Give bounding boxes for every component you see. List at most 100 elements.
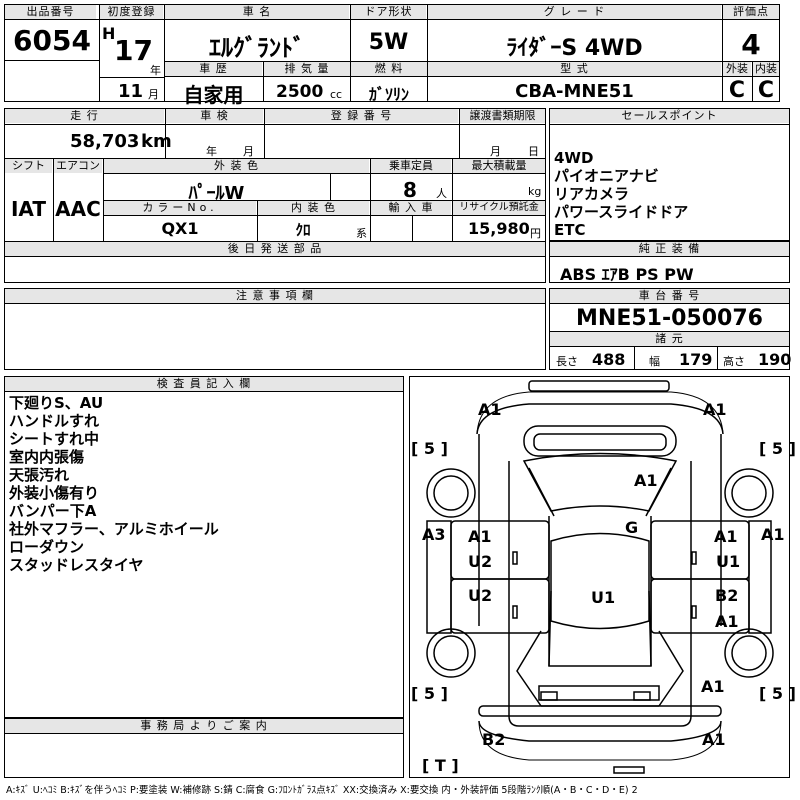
lot-label: 出品番号: [5, 5, 96, 19]
height: 190: [758, 350, 792, 369]
reg-month: 11: [118, 81, 144, 102]
recycle-unit: 円: [530, 227, 541, 240]
month-suffix: 月: [148, 88, 159, 101]
length: 488: [592, 350, 626, 369]
sales-item: 4WD: [554, 149, 594, 167]
equipment-box: [549, 241, 790, 283]
model-label: 型 式: [428, 62, 721, 76]
seats-unit: 人: [436, 187, 447, 200]
mark-door-r3: B2: [715, 586, 739, 605]
int-grade: C: [757, 78, 775, 103]
mark-right-side: A1: [761, 525, 785, 544]
mark-bumper-rr: A1: [702, 730, 726, 749]
damage-legend: A:ｷｽﾞ U:ﾍｺﾐ B:ｷｽﾞを伴うﾍｺﾐ P:要塗装 W:補修跡 S:錆 …: [6, 785, 638, 796]
insp-month: 月: [243, 145, 254, 158]
shift: IAT: [10, 197, 46, 221]
color-label: 外 装 色: [104, 159, 369, 173]
inspector-box: [4, 376, 404, 718]
displacement: 2500: [276, 82, 324, 102]
history-label: 車 歴: [165, 62, 262, 76]
score-label: 評価点: [723, 5, 779, 19]
height-label: 高さ: [723, 355, 745, 368]
mark-hood: A1: [634, 471, 658, 490]
int-label: 内装: [753, 62, 779, 76]
spare-value: T: [434, 756, 446, 775]
office-label: 事 務 局 よ り ご 案 内: [5, 719, 403, 733]
model: CBA-MNE51: [515, 81, 634, 102]
color: ﾊﾟｰﾙW: [188, 183, 245, 204]
sales-item: ETC: [554, 221, 586, 239]
mark-front-left: A1: [478, 400, 502, 419]
recycle-label: リサイクル預託金: [453, 201, 545, 215]
name-label: 車 名: [165, 5, 349, 19]
tire-fr-value: 5: [771, 439, 784, 458]
import-label: 輸 入 車: [371, 201, 451, 215]
sales-box: [549, 108, 790, 241]
aircon-label: エアコン: [54, 159, 102, 173]
mark-tire-rl: [ 5 ]: [411, 684, 448, 703]
recycle: 15,980: [468, 219, 530, 238]
mark-tire-fr: [ 5 ]: [759, 439, 796, 458]
chassis-box: [549, 288, 790, 370]
sales-item: リアカメラ: [554, 185, 630, 203]
width: 179: [679, 350, 713, 369]
car-name: ｴﾙｸﾞﾗﾝﾄﾞ: [209, 34, 305, 62]
mileage: 58,703: [70, 131, 140, 152]
inspector-line: ハンドルすれ: [9, 412, 100, 430]
mark-spare: [ T ]: [422, 756, 459, 775]
sales-item: パワースライドドア: [554, 203, 689, 221]
equipment-label: 純 正 装 備: [550, 242, 789, 256]
insp-year: 年: [206, 145, 217, 158]
tire-fl-value: 5: [423, 439, 436, 458]
mark-front-right: A1: [703, 400, 727, 419]
mark-tire-rr: [ 5 ]: [759, 684, 796, 703]
width-label: 幅: [649, 355, 660, 368]
inspector-line: 外装小傷有り: [9, 484, 100, 502]
inspector-line: 社外マフラー、アルミホイール: [9, 520, 219, 538]
inspector-line: 天張汚れ: [9, 466, 70, 484]
ext-grade: C: [728, 78, 746, 103]
interior-suffix: 系: [356, 227, 367, 240]
mark-center: U1: [591, 588, 616, 607]
grade-label: グ レ ー ド: [428, 5, 721, 19]
mark-door-r2: U1: [716, 552, 741, 571]
inspection-label: 車 検: [166, 109, 263, 123]
load-unit: kg: [528, 185, 542, 198]
inspector-line: スタッドレスタイヤ: [9, 556, 144, 574]
later-parts-box: [4, 241, 546, 283]
history: 自家用: [183, 83, 244, 107]
chassis-number: MNE51-050076: [576, 306, 763, 331]
sales-item: パイオニアナビ: [554, 167, 659, 185]
inspector-line: シートすれ中: [9, 430, 100, 448]
lot-number: 6054: [13, 24, 91, 57]
door-type: 5W: [368, 30, 409, 55]
load-label: 最大積載量: [453, 159, 545, 173]
mileage-label: 走 行: [5, 109, 164, 123]
tire-rr-value: 5: [771, 684, 784, 703]
inspector-line: 下廻りS、AU: [9, 394, 104, 412]
door-label: ドア形状: [351, 5, 426, 19]
fuel: ｶﾞｿﾘﾝ: [368, 85, 409, 104]
chassis-label: 車 台 番 号: [550, 289, 789, 303]
mark-bumper-rl: B2: [482, 730, 506, 749]
first-reg-label: 初度登録: [100, 5, 163, 19]
grade: ﾗｲﾀﾞｰS 4WD: [506, 36, 643, 61]
shift-label: シフト: [5, 159, 52, 173]
diagram-box: [409, 376, 790, 778]
interior-color-label: 内 装 色: [258, 201, 369, 215]
mark-door-r1: A1: [714, 527, 738, 546]
mark-roof: G: [625, 518, 639, 537]
transfer-label: 譲渡書類期限: [460, 109, 545, 123]
car-diagram: [426, 380, 774, 774]
length-label: 長さ: [556, 355, 578, 368]
sales-list: 4WD パイオニアナビ リアカメラ パワースライドドア ETC: [554, 149, 688, 239]
top-block: [4, 4, 780, 102]
inspector-line: 室内内張傷: [9, 448, 85, 466]
fuel-label: 燃 料: [351, 62, 427, 76]
later-parts-label: 後 日 発 送 部 品: [5, 242, 545, 256]
color-no-label: カラーNo.: [104, 201, 256, 215]
seats: 8: [403, 178, 417, 202]
era: H: [102, 24, 116, 43]
year-suffix: 年: [150, 64, 161, 77]
transfer-day: 日: [528, 145, 539, 158]
